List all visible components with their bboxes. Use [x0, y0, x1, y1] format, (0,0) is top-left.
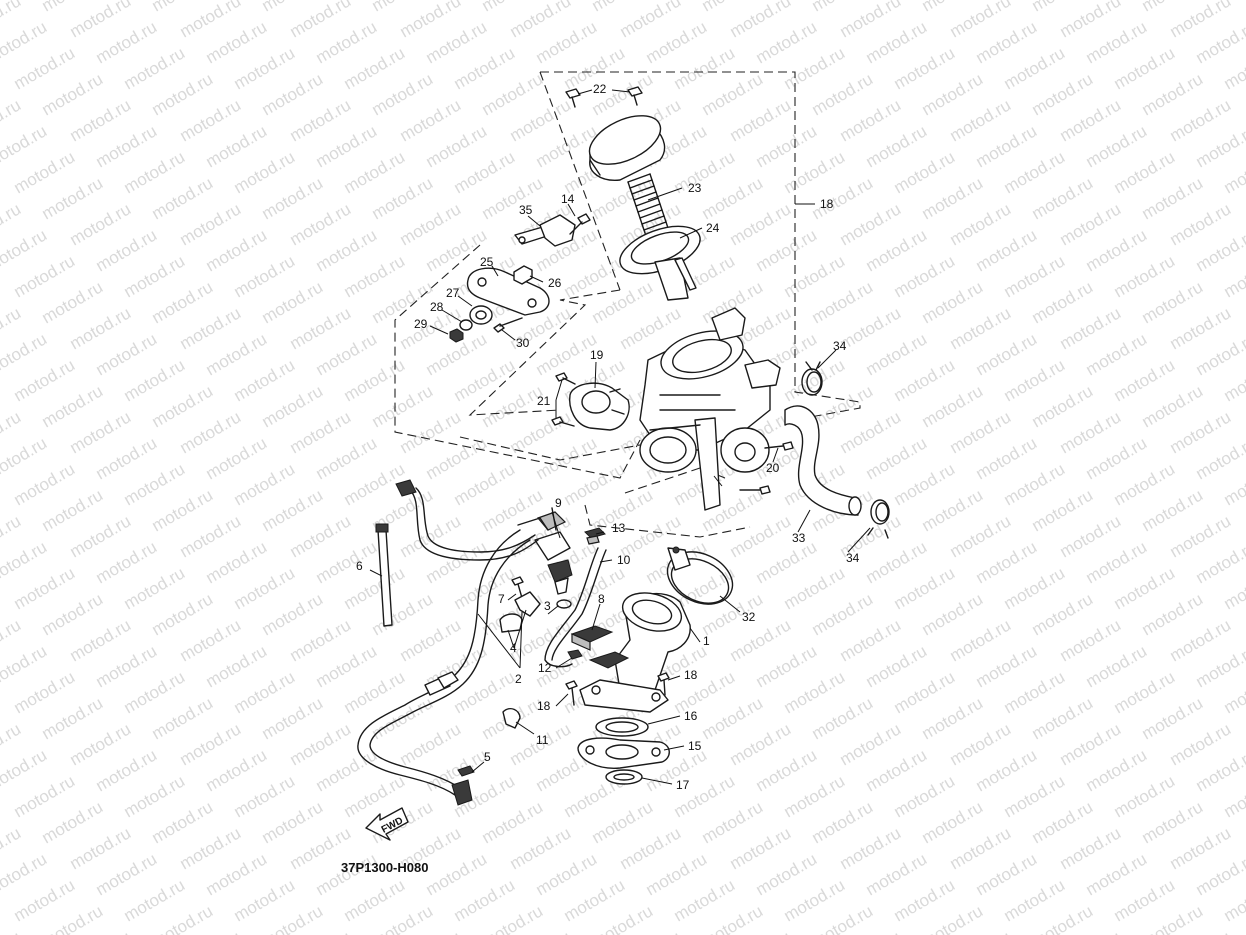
callout-3: 3 — [544, 599, 551, 613]
part-14-screw — [569, 213, 591, 235]
callout-31: 30 — [516, 336, 530, 350]
callout-34-upper: 34 — [833, 339, 847, 353]
part-6-cable-tie — [375, 523, 393, 627]
throttle-body — [639, 307, 781, 511]
part-31-bolt — [493, 317, 523, 333]
callout-5: 5 — [484, 750, 491, 764]
part-27-cap — [513, 265, 533, 285]
part-22-screws — [551, 372, 576, 427]
part-5-clip — [457, 765, 475, 777]
callout-30: 29 — [414, 317, 428, 331]
callout-14: 14 — [561, 192, 575, 206]
injector-harness — [395, 479, 539, 561]
part-34-clamp-lower — [867, 499, 890, 539]
callout-8: 8 — [598, 592, 605, 606]
part-30-nut — [449, 328, 464, 343]
callout-32: 32 — [742, 610, 756, 624]
part-13-clip — [584, 527, 606, 545]
part-17-gasket — [605, 769, 643, 785]
callout-29: 28 — [430, 300, 444, 314]
callout-25: 24 — [706, 221, 720, 235]
callout-numbers: 22 23 24 18 35 14 25 26 27 28 29 30 19 2… — [356, 82, 860, 792]
callout-34-lower: 34 — [846, 551, 860, 565]
callout-6: 6 — [356, 559, 363, 573]
callout-17: 17 — [676, 778, 690, 792]
callout-10: 10 — [617, 553, 631, 567]
leader-lines — [369, 89, 871, 785]
part-2-fuel-hose — [357, 517, 549, 806]
callout-24: 23 — [688, 181, 702, 195]
callout-18-right: 18 — [684, 668, 698, 682]
callout-11: 11 — [536, 733, 549, 747]
callout-13: 13 — [612, 521, 626, 535]
part-33-hose — [784, 405, 862, 516]
callout-23: 22 — [593, 82, 607, 96]
part-11-clip — [502, 708, 521, 729]
part-32-clamp — [666, 546, 734, 605]
part-15-insulator — [577, 737, 670, 769]
part-16-gasket — [595, 717, 649, 737]
callout-12: 12 — [538, 661, 552, 675]
part-18-bolts — [565, 672, 670, 706]
part-1-intake-joint — [579, 592, 691, 713]
assembly-boundaries — [394, 71, 861, 538]
callout-4: 4 — [510, 641, 517, 655]
part-4-holder — [499, 591, 541, 633]
part-24-spring — [627, 173, 669, 237]
part-35-sensor — [514, 214, 576, 247]
callout-18-left: 18 — [537, 699, 551, 713]
part-34-clamp-upper — [801, 361, 823, 396]
part-10-pipe — [544, 547, 607, 668]
callout-33: 33 — [792, 531, 806, 545]
part-12-clip — [567, 649, 583, 660]
part-19-top-cover — [588, 115, 666, 181]
callout-7: 7 — [498, 592, 505, 606]
part-3-o-ring — [556, 599, 572, 609]
watermark-text: motod.ru — [0, 927, 24, 935]
part-7-screw — [511, 576, 524, 599]
callout-21: 20 — [766, 461, 780, 475]
part-21-screws — [739, 441, 794, 495]
callout-20: 19 — [590, 348, 604, 362]
callout-26: 25 — [480, 255, 494, 269]
part-28-washer — [469, 305, 493, 325]
part-23-screws — [565, 86, 643, 108]
part-29-spacer — [459, 319, 473, 331]
part-8-holder — [570, 625, 630, 669]
part-26-plate — [466, 267, 550, 316]
callout-19: 18 — [820, 197, 834, 211]
diagram-code: 37P1300-H080 — [341, 860, 428, 875]
callout-27: 26 — [548, 276, 562, 290]
callout-9: 9 — [555, 496, 562, 510]
callout-35: 35 — [519, 203, 533, 217]
callout-15: 15 — [688, 739, 702, 753]
callout-2: 2 — [515, 672, 522, 686]
callout-1: 1 — [703, 634, 710, 648]
callout-16: 16 — [684, 709, 698, 723]
part-9-injector — [534, 507, 573, 595]
callout-22: 21 — [537, 394, 551, 408]
part-20-tps — [568, 382, 630, 431]
part-25-diaphragm — [619, 225, 701, 301]
callout-28: 27 — [446, 286, 460, 300]
